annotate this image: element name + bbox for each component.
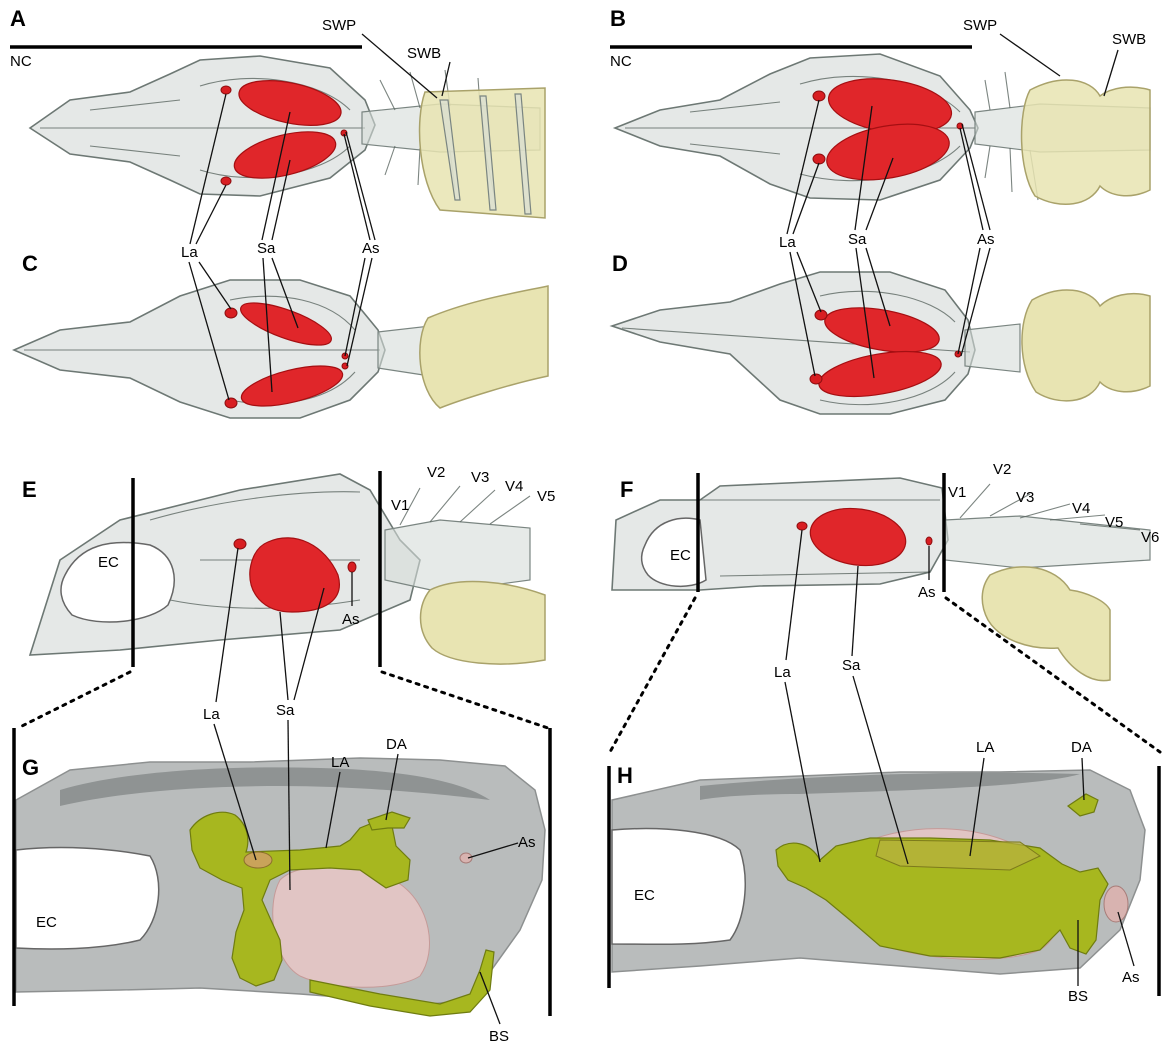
lapillus-e bbox=[234, 539, 246, 549]
lapillus-g bbox=[244, 852, 272, 868]
la-label-g: La bbox=[203, 706, 220, 723]
swim-bladder-e bbox=[421, 582, 546, 664]
asteriscus-h bbox=[1104, 886, 1128, 922]
ec-label-g: EC bbox=[36, 914, 57, 931]
skull-ventral-c bbox=[14, 280, 385, 418]
label-as-left: As bbox=[362, 240, 380, 257]
panel-b: B NC SWP SWB bbox=[610, 6, 1150, 204]
panel-letter-a: A bbox=[10, 6, 26, 31]
lapillus-lower-d bbox=[810, 374, 822, 384]
da-label-g: DA bbox=[386, 736, 407, 753]
swp-leader-a bbox=[362, 34, 437, 98]
panel-f: F EC As V1 V2 V3 V4 V5 V6 bbox=[612, 461, 1159, 681]
asteriscus-f bbox=[926, 537, 932, 545]
swp-label-b: SWP bbox=[963, 17, 997, 34]
asteriscus-e bbox=[348, 562, 356, 572]
panel-letter-b: B bbox=[610, 6, 626, 31]
bs-label-h: BS bbox=[1068, 988, 1088, 1005]
as-label-h: As bbox=[1122, 969, 1140, 986]
as-label-f: As bbox=[918, 584, 936, 601]
panel-letter-h: H bbox=[617, 763, 633, 788]
lapillus-upper-a bbox=[221, 86, 231, 94]
v5-label-f: V5 bbox=[1105, 514, 1123, 531]
panel-a: A NC SWP SWB bbox=[10, 6, 545, 218]
panel-letter-f: F bbox=[620, 477, 633, 502]
swp-label-a: SWP bbox=[322, 17, 356, 34]
label-la-left: La bbox=[181, 244, 198, 261]
v5-label-e: V5 bbox=[537, 488, 555, 505]
la-upper-label-g: LA bbox=[331, 754, 349, 771]
swim-bladder-b bbox=[1022, 80, 1150, 204]
v6-label-f: V6 bbox=[1141, 529, 1159, 546]
la-upper-label-h: LA bbox=[976, 739, 994, 756]
v3-label-e: V3 bbox=[471, 469, 489, 486]
nc-label-a: NC bbox=[10, 53, 32, 70]
sa-label-g: Sa bbox=[276, 702, 295, 719]
v1-label-e: V1 bbox=[391, 497, 409, 514]
panel-letter-d: D bbox=[612, 251, 628, 276]
zoom-line-f-left bbox=[610, 598, 695, 752]
swb-label-b: SWB bbox=[1112, 31, 1146, 48]
eye-cavity-g bbox=[16, 848, 159, 949]
nc-label-b: NC bbox=[610, 53, 632, 70]
swim-bladder-d bbox=[1022, 290, 1150, 401]
ec-label-h: EC bbox=[634, 887, 655, 904]
panel-letter-g: G bbox=[22, 755, 39, 780]
v2-label-f: V2 bbox=[993, 461, 1011, 478]
swim-bladder-c bbox=[420, 286, 548, 408]
lagena-h bbox=[876, 840, 1040, 870]
ec-label-f: EC bbox=[670, 547, 691, 564]
as-label-g: As bbox=[518, 834, 536, 851]
as-label-e: As bbox=[342, 611, 360, 628]
ec-label-e: EC bbox=[98, 554, 119, 571]
v3-label-f: V3 bbox=[1016, 489, 1034, 506]
v4-label-e: V4 bbox=[505, 478, 523, 495]
panel-d: D bbox=[612, 251, 1150, 414]
vertebrae-d bbox=[965, 324, 1020, 372]
leader-as-h bbox=[1118, 912, 1134, 966]
zoom-line-e-right bbox=[382, 672, 548, 728]
panel-e: E EC As V1 V2 V3 V4 V5 bbox=[22, 464, 555, 667]
lapillus-lower-a bbox=[221, 177, 231, 185]
vertebrae-e bbox=[385, 520, 530, 592]
v1-label-f: V1 bbox=[948, 484, 966, 501]
lapillus-f bbox=[797, 522, 807, 530]
swb-label-a: SWB bbox=[407, 45, 441, 62]
label-sa-left: Sa bbox=[257, 240, 276, 257]
lapillus-lower-c bbox=[225, 398, 237, 408]
swp-leader-b bbox=[1000, 34, 1060, 76]
v2-label-e: V2 bbox=[427, 464, 445, 481]
da-label-h: DA bbox=[1071, 739, 1092, 756]
skull-dorsal-a bbox=[30, 56, 375, 196]
eye-cavity-h bbox=[612, 829, 745, 945]
label-sa-right: Sa bbox=[848, 231, 867, 248]
bs-label-g: BS bbox=[489, 1028, 509, 1045]
lapillus-upper-b bbox=[813, 91, 825, 101]
lapillus-upper-c bbox=[225, 308, 237, 318]
lapillus-lower-b bbox=[813, 154, 825, 164]
panel-letter-c: C bbox=[22, 251, 38, 276]
swim-bladder-f bbox=[982, 567, 1110, 681]
label-la-right: La bbox=[779, 234, 796, 251]
la-label-h: La bbox=[774, 664, 791, 681]
panel-h: H EC La Sa LA DA As BS bbox=[609, 657, 1159, 1005]
panel-c: C bbox=[14, 251, 548, 418]
zoom-line-e-left bbox=[18, 672, 130, 728]
label-as-right: As bbox=[977, 231, 995, 248]
v4-label-f: V4 bbox=[1072, 500, 1090, 517]
sa-label-h: Sa bbox=[842, 657, 861, 674]
panel-g: G EC La Sa LA DA As BS bbox=[14, 702, 550, 1045]
panel-letter-e: E bbox=[22, 477, 37, 502]
